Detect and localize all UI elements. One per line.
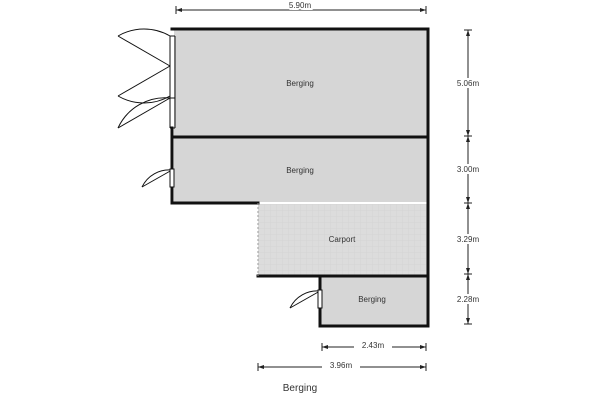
room-top-fill <box>174 30 428 136</box>
dimension-bottom-outer-label: 3.96m <box>330 361 353 370</box>
plan-title: Berging <box>282 383 318 394</box>
door-frame-left <box>169 35 176 129</box>
carport-fill <box>258 204 428 275</box>
dimension-top-label: 5.90m <box>289 1 312 10</box>
dimension-top <box>175 6 427 14</box>
room-label-carport: Carport <box>329 235 356 244</box>
dimension-right-1-label: 5.06m <box>457 79 480 88</box>
dimension-right-4-label: 2.28m <box>457 295 480 304</box>
dimension-right-labels: 5.06m 3.00m 3.29m 2.28m <box>452 78 484 304</box>
room-label-middle: Berging <box>286 166 314 175</box>
dimension-bottom-inner-label: 2.43m <box>362 341 385 350</box>
room-label-top: Berging <box>286 79 314 88</box>
dimension-right-3-label: 3.29m <box>457 235 480 244</box>
door-swing-arcs <box>117 28 323 309</box>
room-small-fill <box>320 277 428 325</box>
dimension-right-2-label: 3.00m <box>457 165 480 174</box>
room-middle-fill <box>174 138 428 202</box>
dimension-right <box>464 29 472 325</box>
room-label-small: Berging <box>358 295 386 304</box>
